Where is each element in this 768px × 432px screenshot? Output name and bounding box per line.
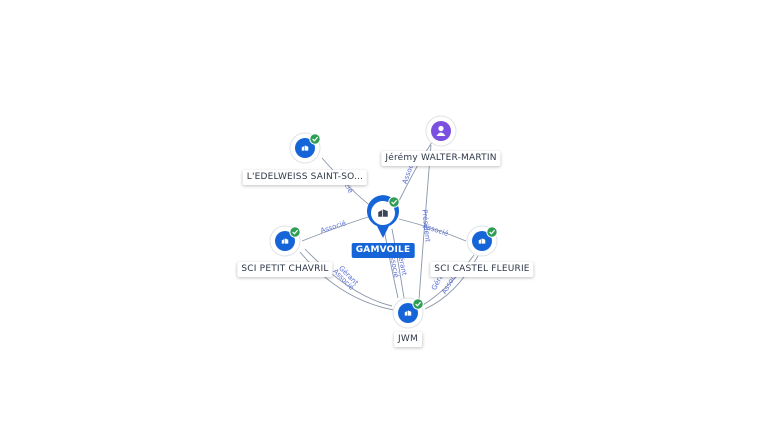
person-body [436,132,446,136]
edge-label: Associé [320,219,348,235]
building-icon [378,209,388,217]
edge-jwm-petit_chavril [299,251,395,311]
edge-jwm-gamvoile [383,228,399,299]
node-label-gamvoile[interactable]: GAMVOILE [351,243,415,258]
edge-jeremy-gamvoile [398,141,433,202]
edge-label: Président [420,209,431,243]
node-gamvoile[interactable] [367,195,400,238]
node-jeremy[interactable] [425,115,457,147]
person-head [438,125,444,132]
verified-check-icon [388,196,400,208]
edge-jwm-petit_chavril [304,248,393,307]
node-jwm[interactable] [392,297,424,329]
node-castel-fleurie[interactable] [466,225,498,257]
node-label-jeremy[interactable]: Jérémy WALTER-MARTIN [381,151,501,166]
building-icon [478,238,486,244]
building-icon [301,145,309,151]
verified-check-icon [412,298,424,310]
check-mark [292,229,299,235]
edge-edelweiss-gamvoile [321,157,373,208]
verified-check-icon [309,133,321,145]
edge-gamvoile-castel_fleurie [398,218,467,242]
edge-jwm-gamvoile [391,228,405,299]
check-mark [312,136,319,142]
node-petit-chavril[interactable] [269,225,301,257]
node-label-edelweiss[interactable]: L'EDELWEISS SAINT-SO... [242,170,368,185]
nodes-layer [269,115,498,329]
building-icon [404,310,412,316]
building-icon [281,238,289,244]
node-label-petit-chavril[interactable]: SCI PETIT CHAVRIL [237,262,333,277]
node-label-castel-fleurie[interactable]: SCI CASTEL FLEURIE [430,262,534,277]
node-edelweiss[interactable] [289,132,321,164]
check-mark [489,229,496,235]
check-mark [391,199,398,205]
verified-check-icon [486,226,498,238]
node-label-jwm[interactable]: JWM [394,332,422,347]
edge-gamvoile-petit_chavril [301,216,369,242]
edge-jwm-castel_fleurie [422,254,475,306]
check-mark [415,301,422,307]
verified-check-icon [289,226,301,238]
